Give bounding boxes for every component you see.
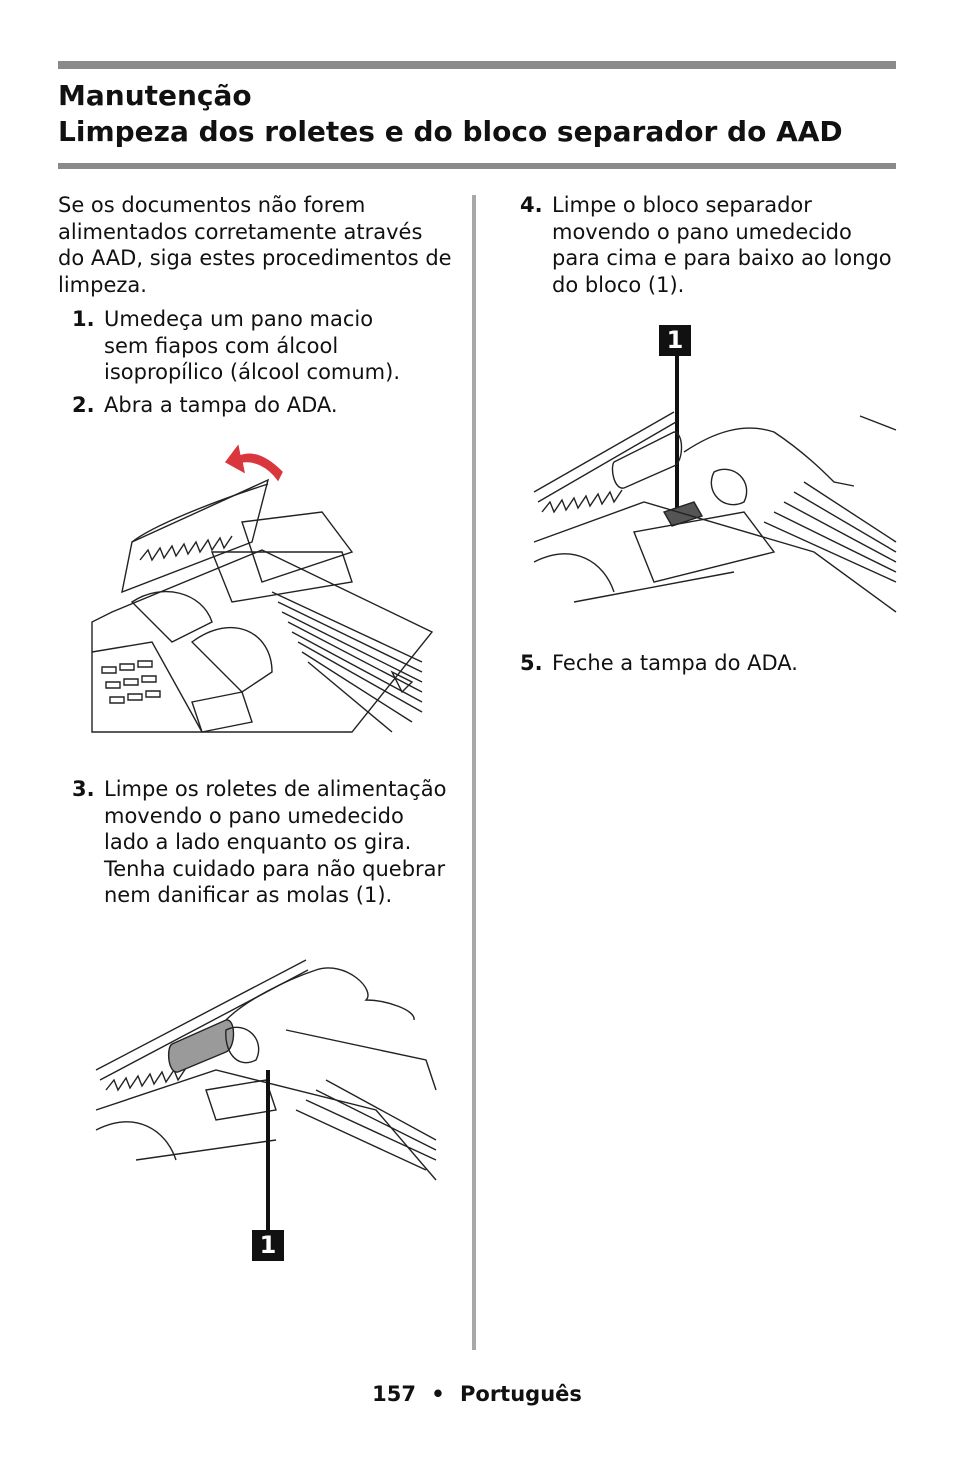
step-number: 2. bbox=[72, 393, 95, 417]
rollers-callout-badge: 1 bbox=[252, 1230, 284, 1261]
step-text: Umedeça um pano macio sem fiapos com álc… bbox=[104, 307, 401, 385]
feed-roller bbox=[167, 1019, 235, 1073]
section-title: Manutenção bbox=[58, 79, 252, 112]
rollers-callout-line bbox=[266, 1070, 270, 1232]
page-title: Limpeza dos roletes e do bloco separador… bbox=[58, 115, 843, 148]
header-bottom-rule bbox=[58, 163, 896, 169]
footer-language: Português bbox=[460, 1382, 582, 1406]
page-number: 157 bbox=[372, 1382, 416, 1406]
footer-bullet: • bbox=[431, 1382, 445, 1406]
step-number: 1. bbox=[72, 307, 95, 331]
step-text: Abra a tampa do ADA. bbox=[104, 393, 338, 417]
step-text: Limpe o bloco separador movendo o pano u… bbox=[552, 193, 892, 297]
intro-paragraph: Se os documentos não forem alimentados c… bbox=[58, 193, 452, 297]
open-arrow-icon bbox=[224, 444, 283, 482]
step-text: Limpe os roletes de alimentação movendo … bbox=[104, 777, 447, 908]
roller-cleaning-illustration bbox=[95, 959, 437, 1181]
column-divider bbox=[472, 195, 476, 1350]
step-number: 4. bbox=[520, 193, 543, 217]
step-text: Feche a tampa do ADA. bbox=[552, 651, 798, 675]
step-number: 5. bbox=[520, 651, 543, 675]
separator-callout-badge: 1 bbox=[659, 325, 691, 356]
header-top-rule bbox=[58, 61, 896, 69]
separator-cleaning-illustration bbox=[533, 411, 897, 613]
separator-callout-line bbox=[675, 356, 679, 516]
step-number: 3. bbox=[72, 777, 95, 801]
adf-open-illustration bbox=[91, 444, 448, 748]
page-footer: 157 • Português bbox=[0, 1381, 954, 1407]
